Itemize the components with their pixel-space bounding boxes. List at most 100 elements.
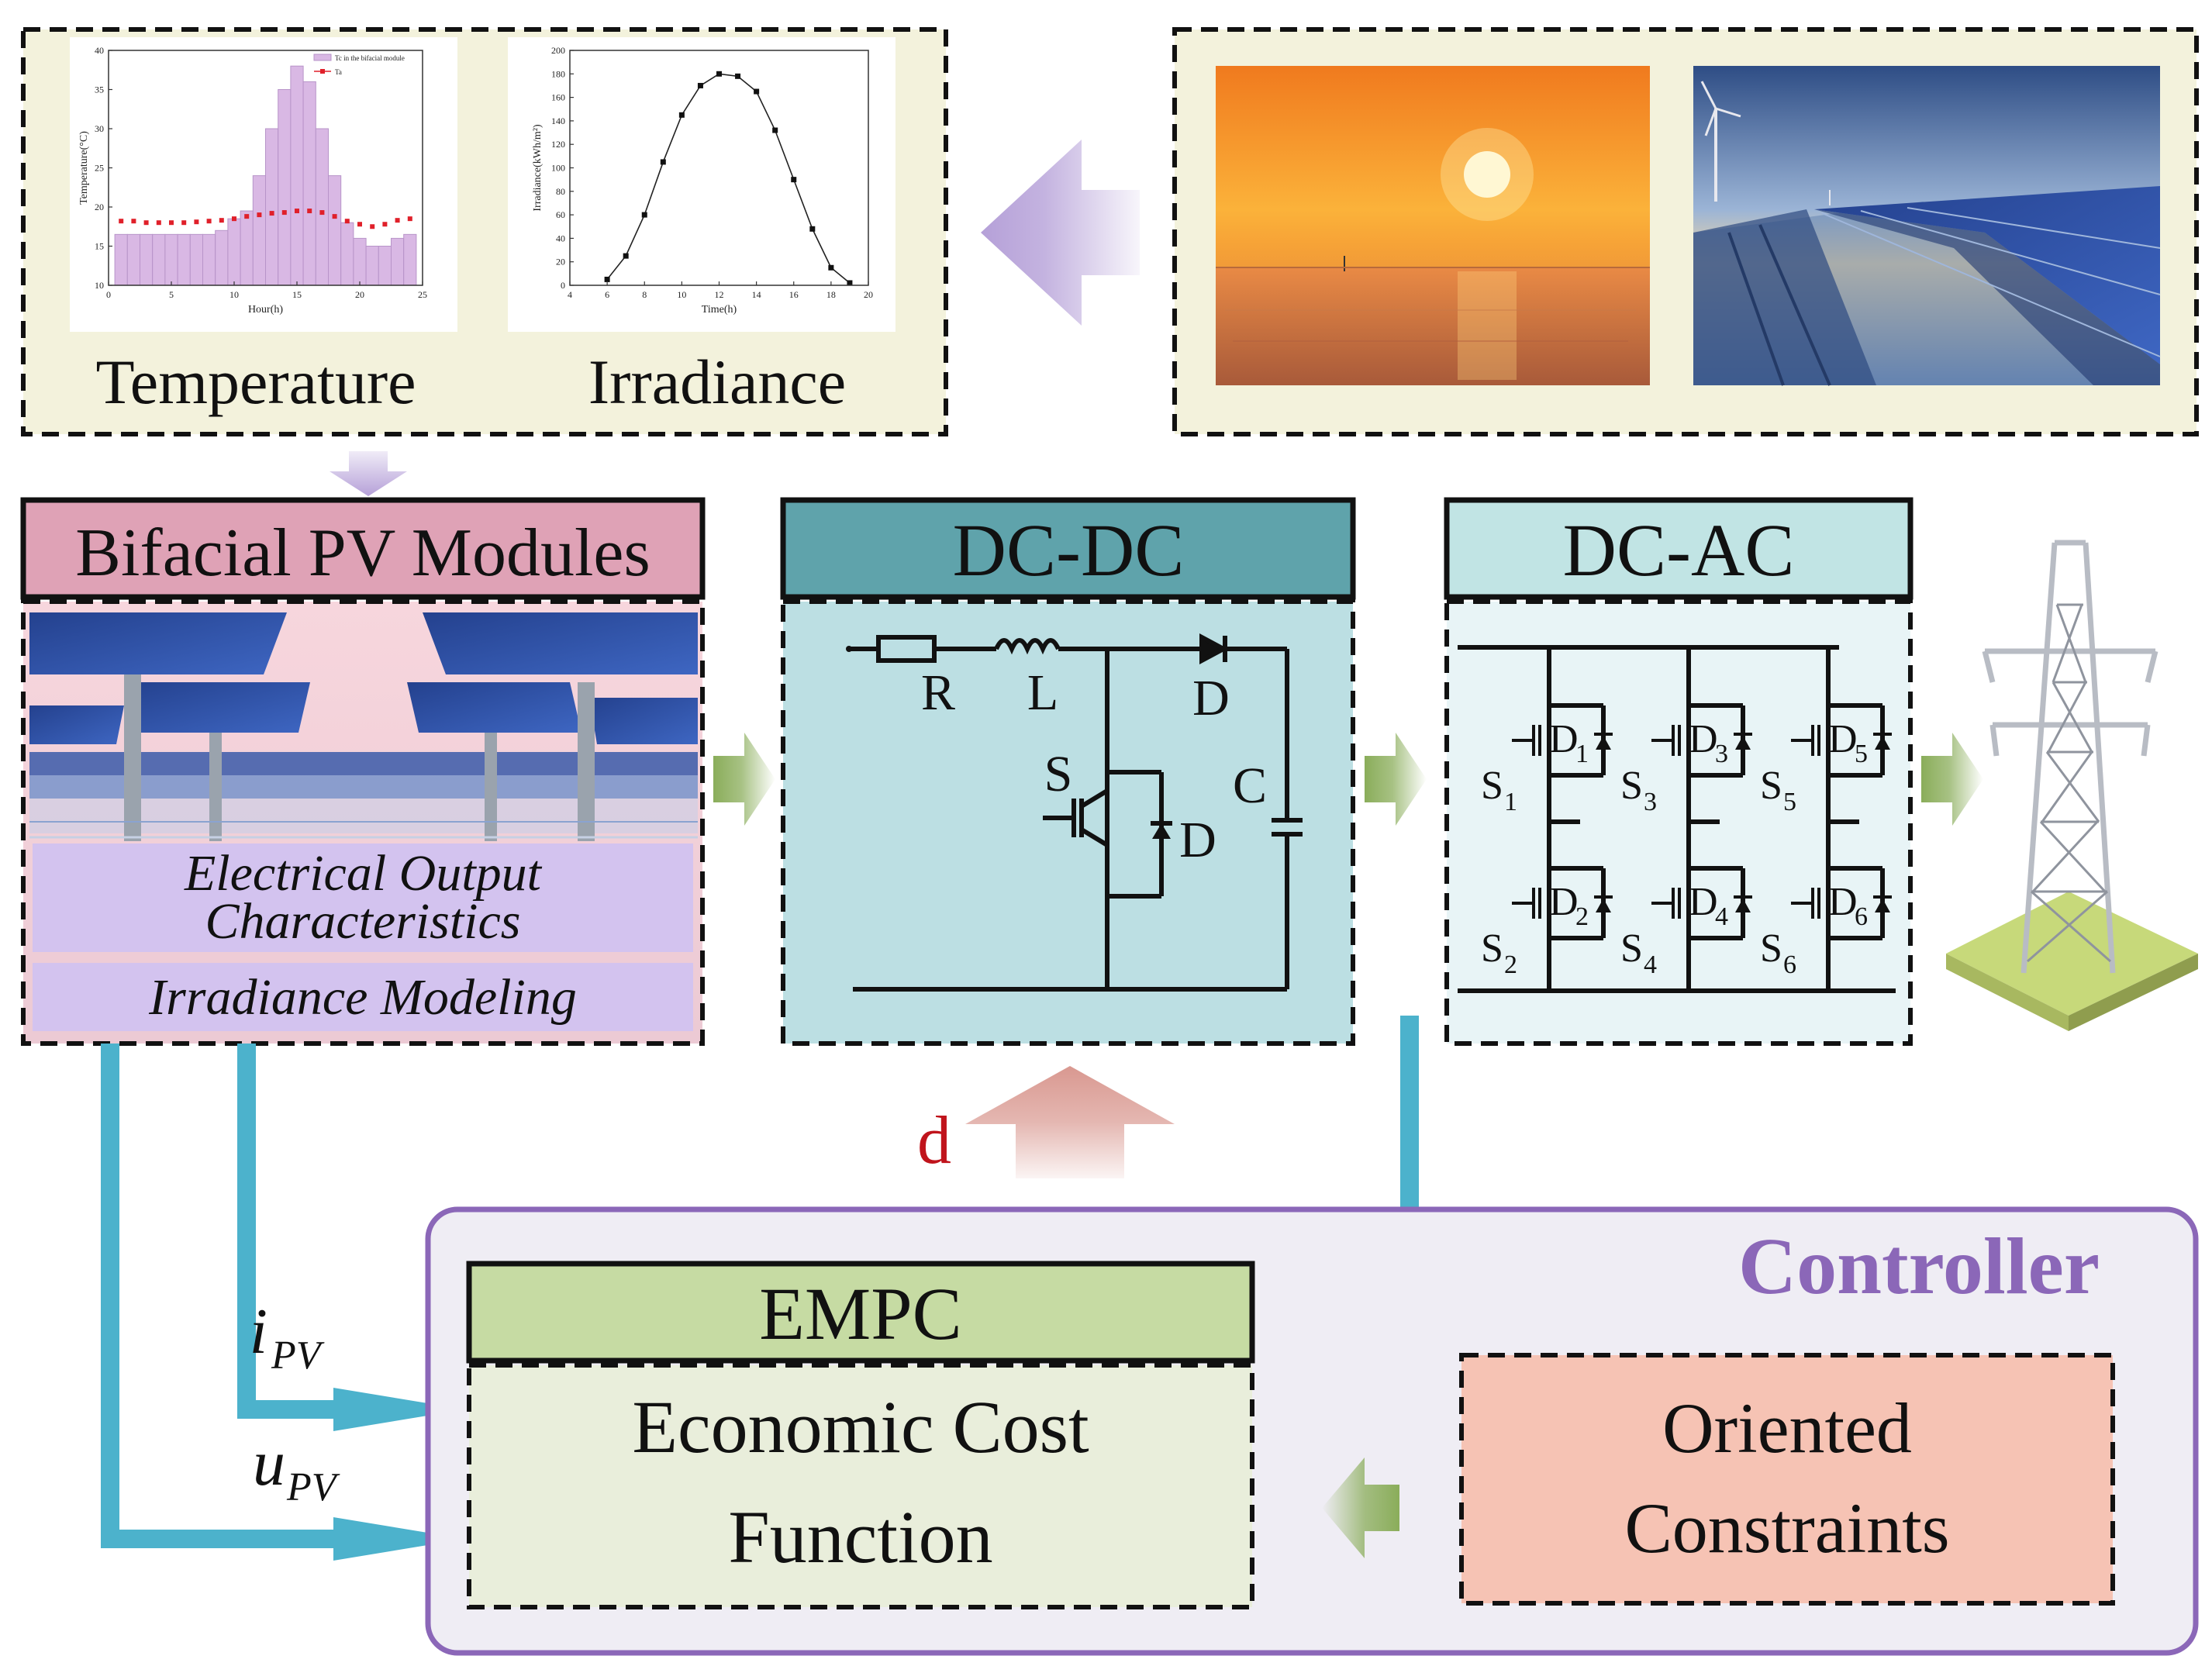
- switch-subscript: 2: [1504, 950, 1517, 979]
- legend-marker-ta: [320, 69, 325, 74]
- irradiance-point: [754, 88, 760, 95]
- y-tick-label: 100: [551, 163, 565, 174]
- diode-label: D: [1689, 717, 1718, 761]
- irradiance-point: [623, 253, 629, 259]
- boost-converter-circuit: [849, 633, 1303, 992]
- switch-label: S: [1620, 764, 1643, 808]
- ambient-temperature-point: [156, 220, 161, 226]
- controller-block: Controller EMPC Economic Cost Function O…: [425, 1206, 2199, 1656]
- constraints-to-cost-arrow: [1322, 1457, 1399, 1558]
- temperature-bar: [302, 81, 316, 286]
- y-tick-label: 15: [95, 241, 104, 252]
- temperature-bar: [278, 89, 292, 286]
- switch-subscript: 5: [1783, 788, 1796, 816]
- charts-to-pv-arrow: [330, 451, 407, 496]
- ambient-temperature-point: [295, 209, 299, 214]
- temperature-bar: [215, 229, 229, 286]
- current-signal-label: i PV: [250, 1295, 325, 1378]
- y-tick-label: 0: [561, 280, 565, 291]
- temperature-bar: [140, 233, 154, 286]
- x-tick-label: 8: [642, 289, 647, 300]
- x-tick-label: 15: [292, 289, 302, 300]
- diode-label: D: [1689, 880, 1718, 924]
- temperature-bar: [202, 233, 216, 286]
- temperature-bar: [152, 233, 166, 286]
- temperature-bar: [265, 128, 279, 286]
- irradiance-point: [809, 226, 816, 232]
- ambient-temperature-point: [281, 210, 287, 216]
- switch-subscript: 1: [1504, 788, 1517, 816]
- voltage-signal-label: u PV: [253, 1427, 340, 1509]
- legend-swatch-tc: [313, 53, 332, 61]
- x-tick-label: 20: [355, 289, 364, 300]
- irradiance-point: [847, 280, 853, 286]
- controller-title: Controller: [1738, 1222, 2100, 1311]
- temperature-bar: [177, 233, 191, 286]
- pv-sub1-line1: Electrical Output: [184, 845, 543, 902]
- temperature-bar: [227, 218, 241, 286]
- ambient-temperature-point: [257, 212, 262, 218]
- ambient-temperature-point: [232, 216, 236, 222]
- diode-label: D: [1549, 880, 1579, 924]
- x-tick-label: 20: [864, 289, 873, 300]
- environment-to-charts-arrow: [981, 140, 1140, 326]
- switch-subscript: 4: [1644, 950, 1657, 979]
- cost-function-line1: Economic Cost: [632, 1385, 1089, 1468]
- temperature-label: Temperature: [95, 347, 416, 417]
- diode-subscript: 4: [1715, 902, 1728, 931]
- solar-farm-photo: [1693, 66, 2161, 386]
- x-tick-label: 6: [605, 289, 609, 300]
- voltage-symbol: u: [253, 1427, 285, 1499]
- temperature-bar: [328, 175, 342, 286]
- current-symbol: i: [250, 1295, 267, 1368]
- temperature-bar: [290, 65, 304, 286]
- dcac-title: DC-AC: [1563, 509, 1795, 592]
- x-tick-label: 10: [229, 289, 239, 300]
- pv-sub2: Irradiance Modeling: [148, 969, 577, 1026]
- diode-symbol: [1596, 899, 1611, 912]
- irradiance-line: [606, 73, 851, 284]
- temperature-bar: [378, 246, 392, 286]
- current-subscript: PV: [271, 1333, 325, 1378]
- y-tick-label: 60: [556, 209, 565, 220]
- y-tick-label: 35: [95, 85, 104, 95]
- dcdc-title: DC-DC: [953, 509, 1185, 592]
- ambient-temperature-point: [131, 219, 136, 224]
- x-tick-label: 14: [752, 289, 761, 300]
- ambient-temperature-point: [143, 220, 149, 226]
- ambient-temperature-point: [307, 209, 312, 214]
- diode-subscript: 6: [1855, 902, 1868, 931]
- y-tick-label: 25: [95, 163, 104, 174]
- irradiance-point: [660, 159, 666, 165]
- temperature-bar: [315, 128, 329, 286]
- legend-label-ta: Ta: [335, 68, 342, 76]
- diode-symbol: [1875, 899, 1890, 912]
- irradiance-point: [735, 73, 741, 79]
- x-tick-label: 25: [418, 289, 427, 300]
- pv-to-dcdc-arrow: [713, 733, 775, 826]
- diode-label: D: [1828, 880, 1858, 924]
- y-tick-label: 80: [556, 186, 565, 197]
- y-tick-label: 20: [556, 257, 565, 267]
- voltage-subscript: PV: [286, 1465, 340, 1509]
- resistor-label: R: [921, 664, 955, 721]
- switch-label: S: [1481, 764, 1503, 808]
- y-tick-label: 10: [95, 280, 104, 291]
- ambient-temperature-point: [319, 210, 325, 216]
- diode-label: D: [1549, 717, 1579, 761]
- cost-function-line2: Function: [728, 1495, 992, 1578]
- diode-top-label: D: [1192, 670, 1230, 726]
- irradiance-label: Irradiance: [588, 347, 846, 417]
- x-axis-label: Hour(h): [248, 304, 283, 316]
- switch-label: S: [1481, 926, 1503, 971]
- irradiance-point: [772, 127, 778, 133]
- dcac-to-grid-arrow: [1921, 733, 1983, 826]
- y-tick-label: 30: [95, 123, 104, 134]
- ambient-temperature-point: [181, 220, 187, 226]
- switch-subscript: 3: [1644, 788, 1657, 816]
- duty-cycle-arrow: d: [917, 1066, 1175, 1178]
- diode-label: D: [1828, 717, 1858, 761]
- y-tick-label: 160: [551, 92, 565, 103]
